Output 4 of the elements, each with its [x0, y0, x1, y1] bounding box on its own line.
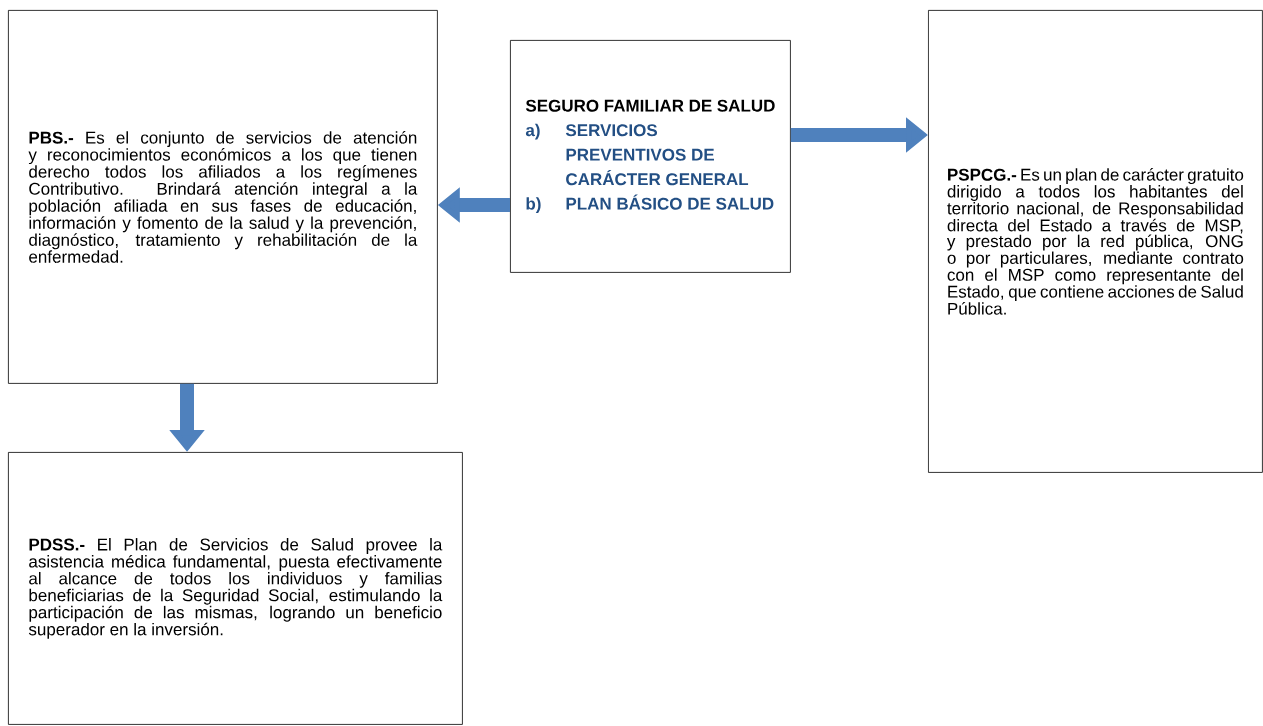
text-box: PDSS.- El Plan de Servicios de Salud provee la asistencia médica fundamental, puesta efectivamente al alcance de todos los individuos y familias beneficiarias de la Seguridad Social, estimulando la participación de las mismas, logrando un beneficio superador en la inversión.: [8, 452, 463, 725]
title-box: SEGURO FAMILIAR DE SALUD a) SERVICIOS PREVENTIVOS DE CARÁCTER GENERAL b) PLAN BÁSICO DE SALUD: [510, 40, 791, 273]
text-box: PBS.- Es el conjunto de servicios de atención y reconocimientos económicos a los que tienen derecho todos los afiliados a los regímenes Contributivo. Brindará atención integral a la población afiliada en sus fases de educación, información y fomento de la salud y la prevención, diagnóstico, tratamiento y rehabilitación de la enfermedad.: [8, 10, 438, 384]
text-box: PSPCG.- Es un plan de carácter gratuito dirigido a todos los habitantes del territorio nacional, de Responsabilidad directa del Estado a través de MSP, y prestado por la red pública, ONG o por particulares, mediante contrato con el MSP como representante del Estado, que contiene acciones de Salud Pública.: [928, 10, 1263, 473]
